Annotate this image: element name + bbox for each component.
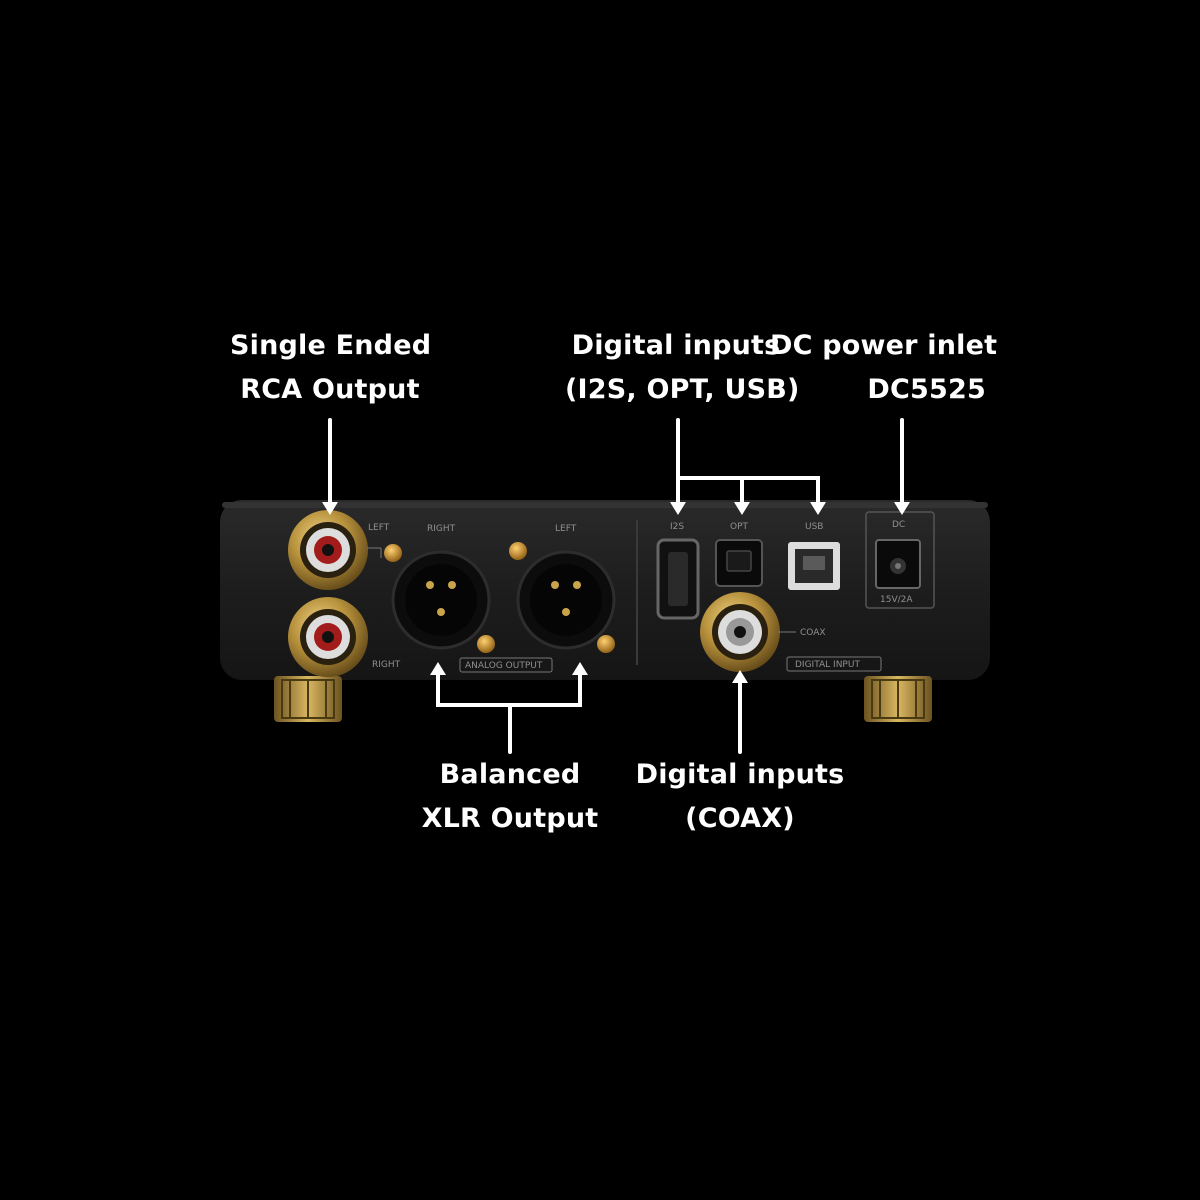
callout-coax-line1: Digital inputs: [635, 759, 845, 790]
arrow-heads: [322, 502, 910, 683]
screw: [509, 542, 527, 560]
panel-label-opt: OPT: [730, 522, 749, 532]
foot-right: [864, 676, 932, 722]
usb-b-port: [788, 542, 840, 590]
panel-label-right: RIGHT: [372, 660, 401, 670]
dc-inlet: [865, 511, 935, 609]
panel-label-digital-input: DIGITAL INPUT: [795, 660, 860, 670]
panel-label-analog-output: ANALOG OUTPUT: [465, 661, 543, 671]
callout-xlr-line1: Balanced: [439, 759, 581, 790]
callout-digital-top-line1: Digital inputs: [571, 330, 781, 361]
callout-coax-line2: (COAX): [685, 803, 795, 834]
callout-arrows: [328, 418, 904, 754]
xlr-right-connector: [391, 550, 491, 650]
optical-port: [715, 539, 763, 587]
callout-digital-inputs-top: Digital inputs (I2S, OPT, USB): [565, 324, 800, 412]
panel-label-i2s: I2S: [670, 522, 684, 532]
callout-dc-line1: DC power inlet: [770, 330, 998, 361]
foot-left: [274, 676, 342, 722]
callout-rca-line2: RCA Output: [240, 374, 420, 405]
callout-dc-line2: DC5525: [867, 374, 986, 405]
panel-label-left: LEFT: [368, 523, 390, 533]
callout-rca-line1: Single Ended: [230, 330, 432, 361]
rca-right-connector: [288, 597, 368, 677]
screw: [477, 635, 495, 653]
i2s-hdmi-port: [656, 538, 700, 620]
screw: [384, 544, 402, 562]
callout-digital-top-line2: (I2S, OPT, USB): [565, 374, 800, 405]
panel-label-dc: DC: [892, 520, 905, 530]
callout-rca-output: Single Ended RCA Output: [230, 324, 432, 412]
callout-coax-input: Digital inputs (COAX): [630, 753, 850, 841]
panel-label-xlr-left: LEFT: [555, 524, 577, 534]
callout-xlr-line2: XLR Output: [421, 803, 599, 834]
coax-connector: [700, 592, 780, 672]
panel-label-coax: COAX: [800, 628, 826, 638]
callout-dc-inlet: DC power inlet DC5525: [770, 324, 998, 412]
panel-label-usb: USB: [805, 522, 823, 532]
xlr-left-connector: [516, 550, 616, 650]
callout-xlr-output: Balanced XLR Output: [415, 753, 605, 841]
panel-label-xlr-right: RIGHT: [427, 524, 456, 534]
screw: [597, 635, 615, 653]
panel-label-dc-rating: 15V/2A: [880, 595, 913, 605]
rca-left-connector: [288, 510, 368, 590]
